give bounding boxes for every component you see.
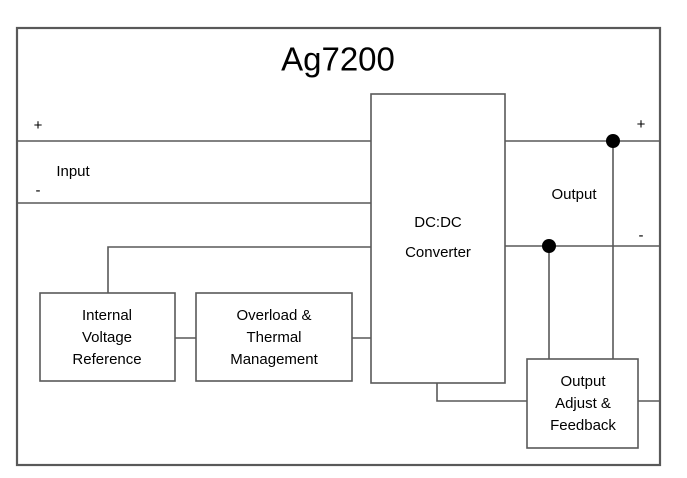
block-internal-voltage-reference-line-1: Internal [82, 307, 132, 324]
input-plus-label: + [34, 117, 43, 134]
output-rail-label: Output [551, 186, 597, 203]
block-internal-voltage-reference-line-3: Reference [72, 351, 141, 368]
block-dcdc-converter[interactable] [370, 93, 506, 384]
block-overload-thermal-management-line-3: Management [230, 351, 318, 368]
input-minus-label: - [36, 182, 41, 199]
diagram-title: Ag7200 [281, 41, 395, 78]
reference-to-converter-link [107, 246, 371, 293]
output-plus-label: + [637, 116, 646, 133]
block-overload-thermal-management-line-1: Overload & [236, 307, 311, 324]
block-internal-voltage-reference[interactable] [39, 292, 176, 382]
output-minus-label: - [639, 227, 644, 244]
block-dcdc-converter-line-2: Converter [405, 244, 471, 261]
block-overload-thermal-management[interactable] [195, 292, 353, 382]
junction-dot-output-plus [606, 134, 620, 148]
block-output-adjust-feedback-line-3: Feedback [550, 417, 616, 434]
block-output-adjust-feedback[interactable] [526, 358, 639, 449]
block-overload-thermal-management-line-2: Thermal [246, 329, 301, 346]
input-rail-label: Input [56, 163, 90, 180]
junction-dot-output-minus [542, 239, 556, 253]
block-output-adjust-feedback-line-1: Output [560, 373, 606, 390]
block-internal-voltage-reference-line-2: Voltage [82, 329, 132, 346]
block-output-adjust-feedback-line-2: Adjust & [555, 395, 611, 412]
converter-to-feedback-link [436, 383, 527, 402]
block-dcdc-converter-line-1: DC:DC [414, 214, 462, 231]
